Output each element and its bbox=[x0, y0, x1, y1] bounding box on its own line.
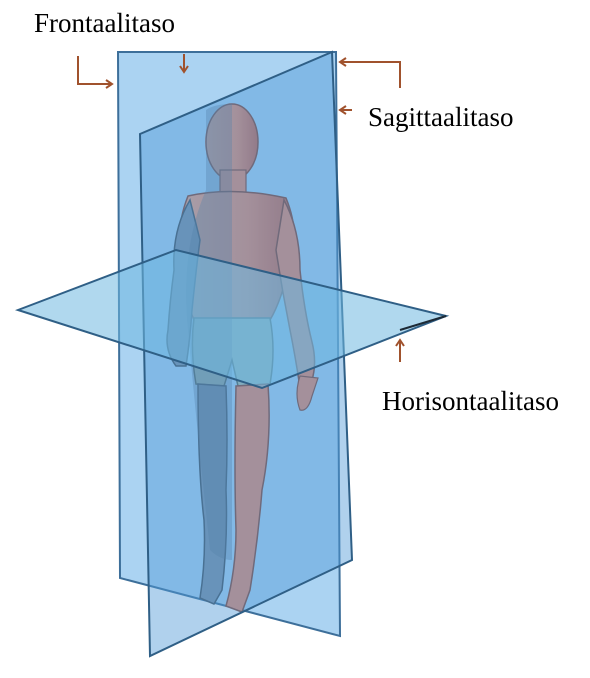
sagittal-plane-label: Sagittaalitaso bbox=[368, 104, 513, 131]
horizontal-plane bbox=[18, 250, 446, 388]
frontal-plane-label: Frontaalitaso bbox=[34, 10, 175, 37]
horizontal-leader-arrow bbox=[396, 340, 404, 362]
horizontal-plane-label: Horisontaalitaso bbox=[382, 388, 559, 415]
